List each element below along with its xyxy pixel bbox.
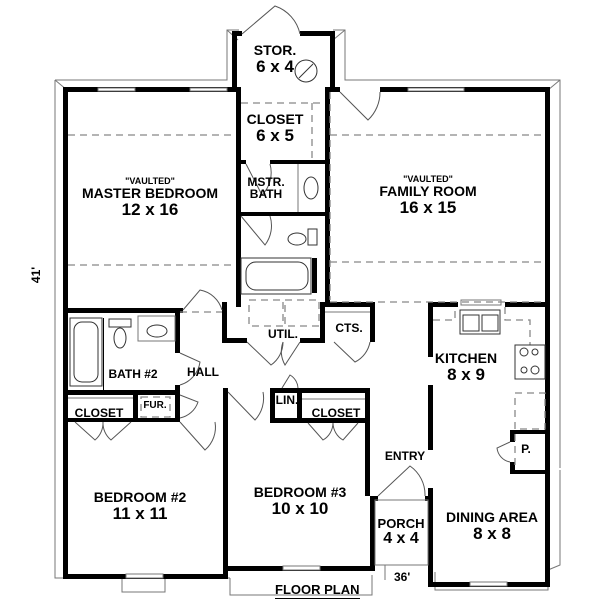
fixtures — [68, 59, 546, 430]
room-label-closet-2: CLOSET — [74, 406, 124, 420]
room-label-kitchen: KITCHEN 8 x 9 — [434, 350, 498, 384]
room-label-furnace: FUR. — [143, 400, 167, 411]
interior-walls — [63, 87, 550, 501]
doors — [74, 5, 511, 497]
room-label-bedroom-3: BEDROOM #3 10 x 10 — [253, 484, 347, 518]
room-label-porch: PORCH 4 x 4 — [377, 516, 425, 547]
dimension-width: 36' — [394, 570, 411, 584]
room-label-cts: CTS. — [335, 321, 363, 335]
room-label-family-room: "VAULTED" FAMILY ROOM 16 x 15 — [379, 174, 477, 217]
vault-lines — [68, 92, 545, 470]
room-label-master-bedroom: "VAULTED" MASTER BEDROOM 12 x 16 — [81, 176, 219, 219]
room-label-bedroom-2: BEDROOM #2 11 x 11 — [93, 489, 187, 523]
room-label-pantry: P. — [521, 442, 531, 456]
room-label-hall: HALL — [187, 365, 219, 379]
room-label-master-bath: MSTR. BATH — [247, 175, 285, 201]
room-label-linen: LIN. — [275, 393, 299, 407]
room-label-utility: UTIL. — [268, 327, 298, 341]
dimension-depth: 41' — [29, 266, 44, 284]
room-label-entry: ENTRY — [384, 449, 426, 463]
room-label-bath-2: BATH #2 — [108, 367, 158, 381]
porch-outline — [374, 499, 429, 580]
room-label-dining-area: DINING AREA 8 x 8 — [445, 509, 539, 543]
plan-title: FLOOR PLAN — [275, 582, 360, 599]
room-label-closet-master: CLOSET 6 x 5 — [246, 111, 304, 145]
room-label-storage: STOR. 6 x 4 — [253, 42, 297, 76]
room-label-closet-3: CLOSET — [311, 406, 361, 420]
